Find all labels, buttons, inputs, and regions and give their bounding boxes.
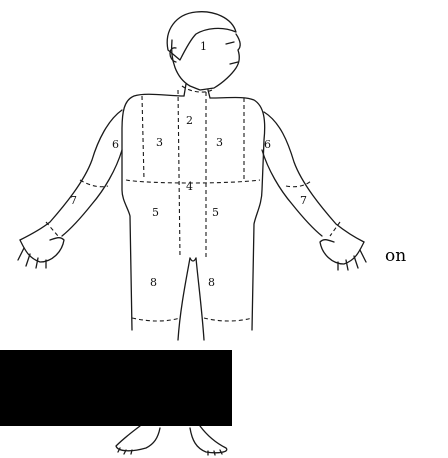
spine-line-left [178,90,180,258]
zone-label-head: 1 [200,40,207,53]
zone-label-hip-left: 5 [152,206,159,219]
zone-label-upper-back-right: 3 [216,136,223,149]
zone-label-hip-right: 5 [212,206,219,219]
redaction-box [0,350,232,426]
knee-line-left [132,318,180,321]
right-foot-outline [190,426,227,453]
right-hand-outline [320,240,364,264]
zone-label-thigh-right: 8 [208,276,215,289]
shoulder-line-left [142,96,144,180]
inner-leg-left [178,258,190,340]
right-arm-outline [264,112,364,242]
knee-line-right [204,318,252,321]
elbow-line-right [286,180,312,187]
left-foot-outline [116,426,160,451]
left-hand-outline [20,238,64,262]
left-arm-inner [62,150,122,236]
zone-label-upper-arm-left: 6 [112,138,119,151]
zone-label-abdomen: 4 [186,180,193,193]
crotch-outline [190,258,196,261]
left-arm-outline [20,110,122,240]
elbow-line-left [80,180,108,187]
wrist-line-right [330,222,340,236]
zone-label-upper-back-left: 3 [156,136,163,149]
mouth-outline [230,62,238,64]
waist-line [126,180,260,183]
eye-outline [226,42,234,44]
side-text: on [385,246,406,266]
zone-label-chest: 2 [186,114,193,127]
wrist-line-left [46,222,58,236]
zone-label-forearm-left: 7 [70,194,77,207]
right-arm-inner [262,150,322,236]
zone-label-forearm-right: 7 [300,194,307,207]
zone-label-upper-arm-right: 6 [264,138,271,151]
zone-label-thigh-left: 8 [150,276,157,289]
inner-leg-right [196,258,204,340]
